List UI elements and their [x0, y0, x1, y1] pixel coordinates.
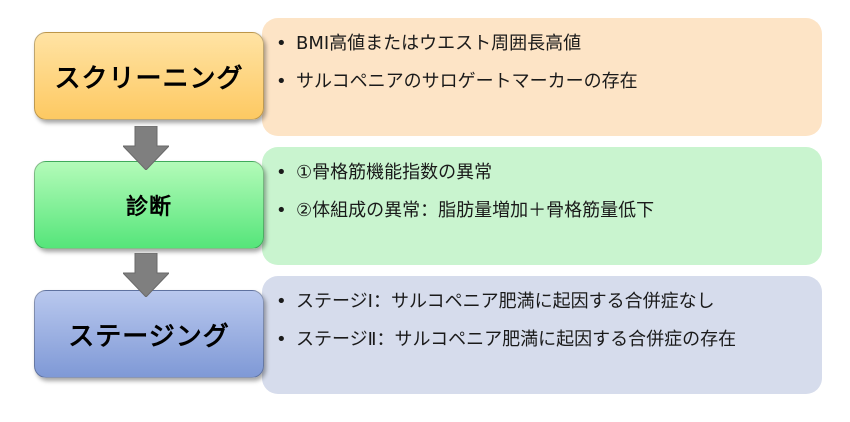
screening-criterion: サルコペニアのサロゲートマーカーの存在: [276, 70, 822, 94]
staging-criterion: ステージⅠ：サルコペニア肥満に起因する合併症なし: [276, 290, 822, 314]
staging-criterion: ステージⅡ：サルコペニア肥満に起因する合併症の存在: [276, 328, 822, 352]
diagnosis-criterion: ②体組成の異常：脂肪量増加＋骨格筋量低下: [276, 199, 822, 223]
diagnosis-criteria-list: ①骨格筋機能指数の異常 ②体組成の異常：脂肪量増加＋骨格筋量低下: [276, 161, 822, 223]
down-arrow-icon: [123, 253, 169, 297]
screening-stage-box: スクリーニング: [34, 32, 264, 120]
screening-criteria-panel: BMI高値またはウエスト周囲長高値 サルコペニアのサロゲートマーカーの存在: [262, 18, 822, 136]
diagnosis-stage-box: 診断: [34, 161, 264, 249]
staging-stage-box: ステージング: [34, 290, 264, 378]
staging-criteria-panel: ステージⅠ：サルコペニア肥満に起因する合併症なし ステージⅡ：サルコペニア肥満に…: [262, 276, 822, 394]
down-arrow-icon: [123, 126, 169, 170]
screening-criteria-list: BMI高値またはウエスト周囲長高値 サルコペニアのサロゲートマーカーの存在: [276, 32, 822, 94]
staging-criteria-list: ステージⅠ：サルコペニア肥満に起因する合併症なし ステージⅡ：サルコペニア肥満に…: [276, 290, 822, 352]
screening-criterion: BMI高値またはウエスト周囲長高値: [276, 32, 822, 56]
diagnosis-criterion: ①骨格筋機能指数の異常: [276, 161, 822, 185]
diagnosis-criteria-panel: ①骨格筋機能指数の異常 ②体組成の異常：脂肪量増加＋骨格筋量低下: [262, 147, 822, 265]
